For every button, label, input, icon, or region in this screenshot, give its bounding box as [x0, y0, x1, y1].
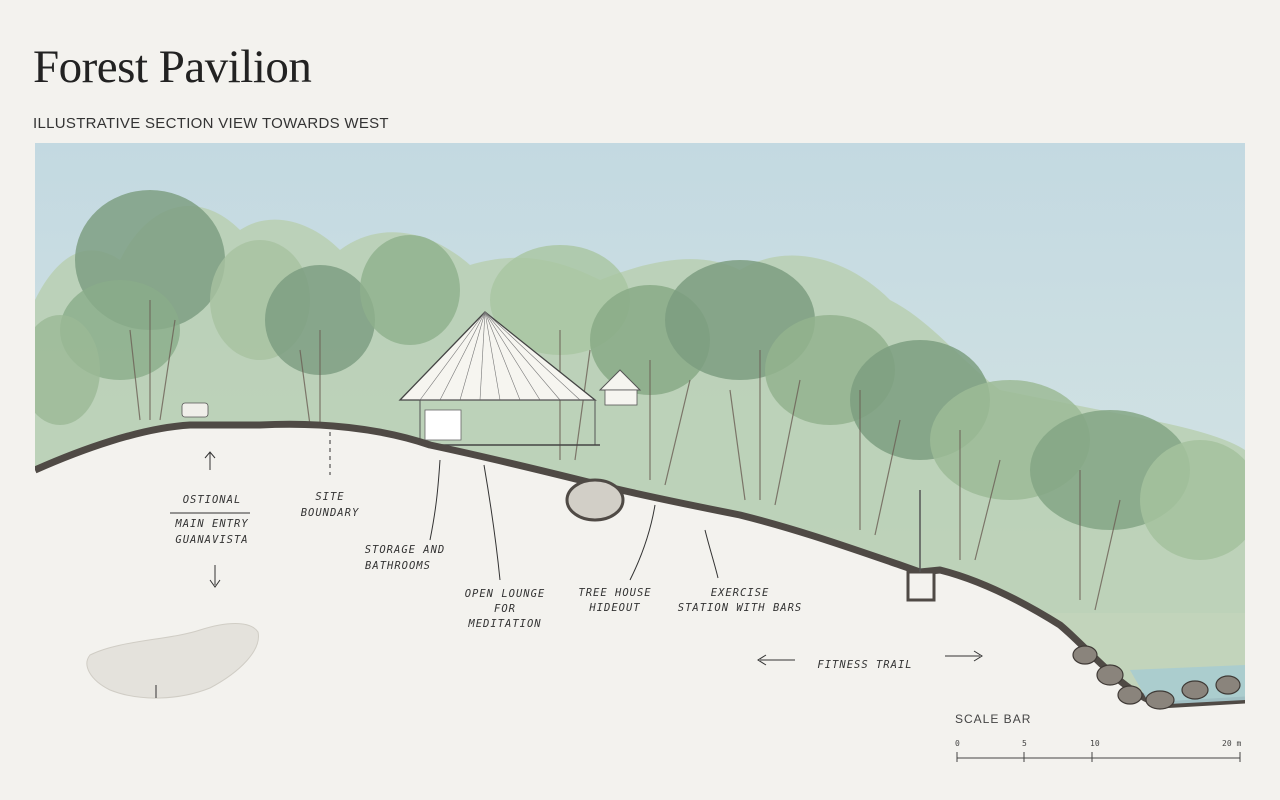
tree-canopies	[35, 190, 1245, 560]
label-optional-line1: OSTIONAL	[183, 494, 242, 506]
label-optional-line3: GUANAVISTA	[175, 534, 248, 546]
label-lounge-line3: MEDITATION	[467, 618, 541, 630]
scale-tick-0: 0	[955, 739, 960, 748]
site-plan-inset	[86, 623, 259, 699]
pavilion	[398, 311, 600, 446]
exercise-footing	[906, 570, 936, 602]
label-lounge-line1: OPEN LOUNGE	[465, 588, 546, 600]
page-title: Forest Pavilion	[33, 41, 312, 93]
label-treehouse-line1: TREE HOUSE	[578, 587, 651, 599]
label-treehouse-line2: HIDEOUT	[588, 602, 640, 614]
ground-section	[35, 424, 1245, 723]
scale-bar: SCALE BAR 0 5 10 20 m	[955, 712, 1241, 762]
label-exercise-line2: STATION WITH BARS	[678, 602, 802, 614]
boulder	[565, 478, 625, 522]
river-rocks	[1072, 645, 1241, 710]
label-storage-line1: STORAGE AND	[365, 544, 446, 556]
entry-bench	[181, 402, 209, 418]
label-fitness-trail: FITNESS TRAIL	[817, 659, 912, 671]
label-exercise-line1: EXERCISE	[711, 587, 770, 599]
label-storage-line2: BATHROOMS	[365, 560, 431, 572]
scale-tick-20: 20 m	[1222, 739, 1241, 748]
label-site-line1: SITE	[315, 491, 344, 503]
label-site-line2: BOUNDARY	[301, 507, 360, 519]
scale-tick-10: 10	[1090, 739, 1100, 748]
scale-tick-5: 5	[1022, 739, 1027, 748]
label-optional-line2: MAIN ENTRY	[174, 518, 248, 530]
page-subtitle: ILLUSTRATIVE SECTION VIEW TOWARDS WEST	[33, 115, 389, 132]
scale-bar-title: SCALE BAR	[955, 712, 1031, 726]
label-lounge-line2: FOR	[494, 603, 516, 615]
ground-line	[35, 420, 1245, 709]
tree-house	[598, 369, 642, 406]
leader-lines	[170, 432, 983, 666]
